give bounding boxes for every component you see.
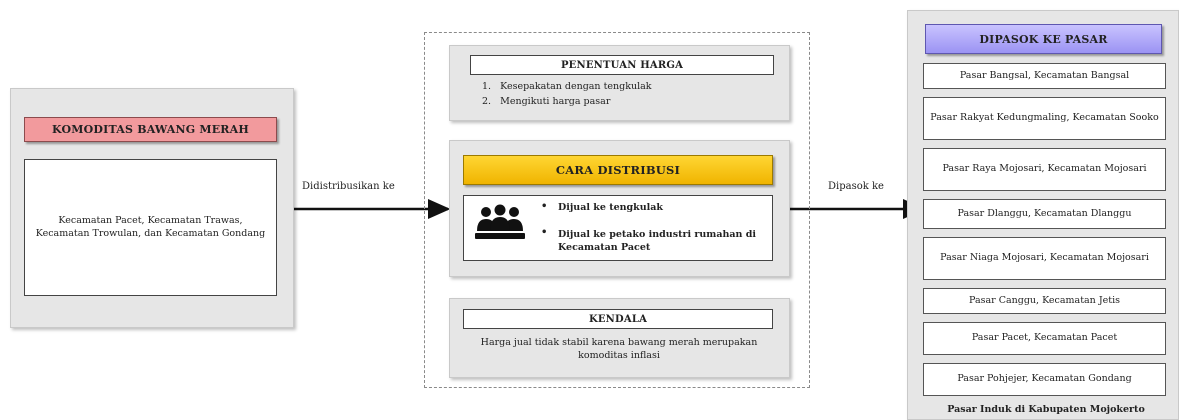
constraint-text: Harga jual tidak stabil karena bawang me… <box>480 337 758 361</box>
commodity-header: KOMODITAS BAWANG MERAH <box>24 117 277 142</box>
market-item: Pasar Rakyat Kedungmaling, Kecamatan Soo… <box>923 97 1166 140</box>
distribution-bullet-1: • <box>541 201 548 212</box>
market-header: DIPASOK KE PASAR <box>925 24 1162 54</box>
market-item: Pasar Canggu, Kecamatan Jetis <box>923 288 1166 314</box>
market-item: Pasar Pacet, Kecamatan Pacet <box>923 322 1166 355</box>
pricing-item-1: 1. Kesepakatan dengan tengkulak <box>482 81 652 92</box>
market-item: Pasar Dlanggu, Kecamatan Dlanggu <box>923 199 1166 229</box>
distribution-bullet-2: • <box>541 227 548 238</box>
process-group <box>424 32 810 388</box>
market-footer: Pasar Induk di Kabupaten Mojokerto <box>947 403 1145 415</box>
pricing-header: PENENTUAN HARGA <box>470 55 774 75</box>
arrow1-label: Didistribusikan ke <box>302 181 395 192</box>
market-item: Pasar Bangsal, Kecamatan Bangsal <box>923 63 1166 89</box>
people-group-icon <box>472 203 528 243</box>
pricing-item-2: 2. Mengikuti harga pasar <box>482 96 611 107</box>
distribution-item-2: Dijual ke petako industri rumahan di Kec… <box>558 229 757 254</box>
arrow2-label: Dipasok ke <box>828 181 884 192</box>
commodity-region-text: Kecamatan Pacet, Kecamatan Trawas, Kecam… <box>24 159 277 296</box>
constraint-header: KENDALA <box>463 309 773 329</box>
distribution-header: CARA DISTRIBUSI <box>463 155 773 185</box>
market-item: Pasar Raya Mojosari, Kecamatan Mojosari <box>923 148 1166 191</box>
market-item: Pasar Pohjejer, Kecamatan Gondang <box>923 363 1166 396</box>
distribution-item-1: Dijual ke tengkulak <box>558 202 664 213</box>
market-item: Pasar Niaga Mojosari, Kecamatan Mojosari <box>923 237 1166 280</box>
